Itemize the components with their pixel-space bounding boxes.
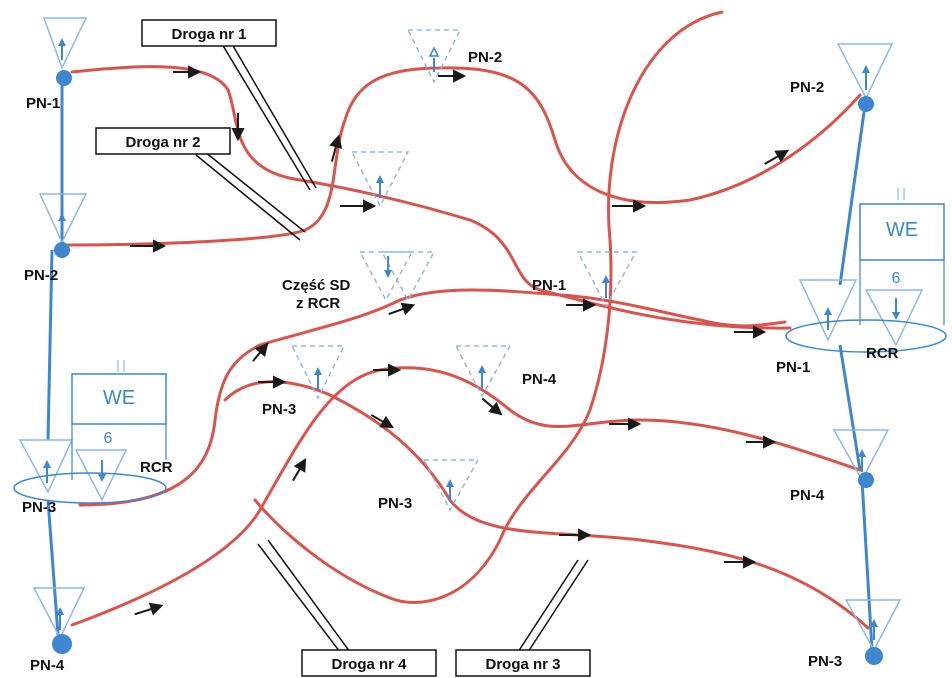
arrow [134, 602, 164, 616]
route-pn3-to-pn3 [223, 380, 870, 630]
route-pn3-to-sd [78, 288, 787, 507]
label-sd-line2: z RCR [296, 295, 340, 312]
arrow [746, 435, 777, 449]
posts-dashed-arrows [314, 46, 610, 502]
label-pn4-mid: PN-4 [522, 371, 557, 388]
post-pn3-left [13, 439, 167, 504]
droga-2-text: Droga nr 2 [125, 134, 200, 151]
arrow [388, 302, 416, 316]
arrow [724, 555, 757, 569]
post-pn1-left [42, 17, 88, 86]
route-pn4-to-pn4 [70, 366, 862, 627]
label-droga-3: Droga nr 3 [455, 649, 591, 677]
label-sd-line1: Część SD [282, 277, 351, 294]
arrow [292, 457, 307, 482]
arrow [438, 69, 467, 83]
post-pn4-right [832, 429, 890, 488]
label-pn2-right: PN-2 [790, 79, 824, 96]
label-pn4-right: PN-4 [790, 487, 825, 504]
post-labels: PN-1 PN-2 PN-3 PN-4 PN-2 PN-2 PN-1 PN-1 … [22, 49, 899, 674]
label-pn2-left: PN-2 [24, 267, 58, 284]
post-pn2-right [836, 43, 894, 112]
arrow [734, 325, 767, 339]
arrow [566, 298, 597, 312]
arrow [340, 199, 377, 213]
route-pn1-to-pn1 [70, 65, 792, 330]
routes [66, 10, 870, 630]
arrow [329, 134, 343, 162]
post-pn2-top [406, 29, 462, 84]
label-pn1-left: PN-1 [26, 95, 60, 112]
arrow [370, 414, 395, 429]
six-label-right: 6 [892, 270, 901, 287]
callout-lines [195, 43, 589, 653]
posts-solid [13, 17, 947, 665]
label-pn1-mid: PN-1 [532, 277, 566, 294]
post-pn3-right [844, 599, 902, 665]
post-pn4-left [32, 587, 86, 654]
we-label-right: WE [886, 219, 918, 241]
label-pn1-right: PN-1 [776, 359, 810, 376]
droga-3-text: Droga nr 3 [485, 656, 560, 673]
label-droga-4: Droga nr 4 [301, 649, 437, 677]
post-pn1-right [785, 279, 947, 353]
label-pn3-left: PN-3 [22, 499, 56, 516]
arrow [258, 375, 287, 389]
label-rcr-left: RCR [140, 459, 173, 476]
we-box-left: WE 6 [71, 360, 167, 480]
we-box-right: WE 6 [859, 188, 945, 325]
six-label-left: 6 [104, 430, 113, 447]
label-pn3-mid: PN-3 [262, 401, 296, 418]
label-droga-2: Droga nr 2 [95, 127, 231, 155]
route-droga-3 [253, 10, 724, 604]
arrow [130, 239, 167, 253]
label-pn2-top: PN-2 [468, 49, 502, 66]
label-pn4-left: PN-4 [30, 657, 65, 674]
arrow [373, 363, 402, 377]
post-pn2-left [38, 193, 88, 258]
post-pn1-mid [576, 251, 638, 308]
arrow [559, 528, 592, 542]
label-pn3-right: PN-3 [808, 653, 842, 670]
droga-1-text: Droga nr 1 [171, 26, 246, 43]
right-post-chain [838, 104, 874, 651]
arrow [231, 113, 245, 142]
droga-4-text: Droga nr 4 [331, 656, 407, 673]
we-label-left: WE [103, 387, 135, 409]
posts-dashed [290, 29, 638, 512]
arrow [173, 65, 202, 79]
label-rcr-right: RCR [866, 345, 899, 362]
post-center-upper [350, 151, 410, 208]
post-sd-1 [358, 251, 414, 302]
label-pn3-mid2: PN-3 [378, 495, 412, 512]
arrow [481, 397, 503, 416]
arrow [612, 199, 647, 213]
post-pn3-mid [290, 345, 346, 400]
arrow [252, 342, 269, 362]
arrow [764, 149, 790, 165]
post-pn3-mid2 [422, 459, 480, 512]
left-post-chain [46, 80, 64, 636]
direction-arrows [130, 65, 790, 616]
post-pn4-mid [454, 345, 512, 398]
label-droga-1: Droga nr 1 [141, 19, 277, 47]
arrow [609, 417, 642, 431]
